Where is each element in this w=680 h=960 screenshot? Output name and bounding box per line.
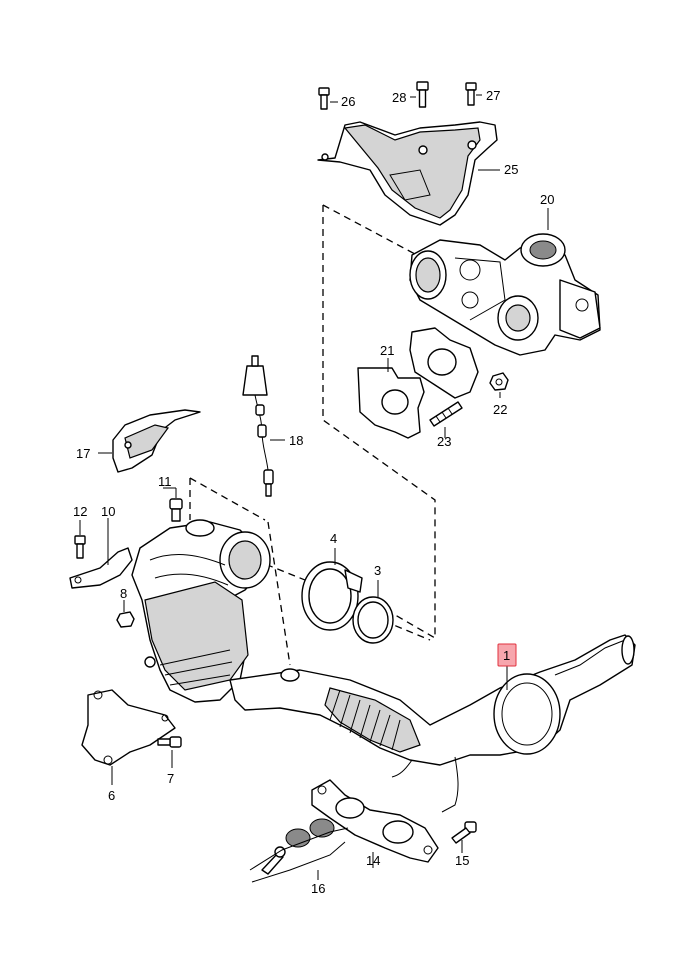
callout-14[interactable]: 14 [366, 853, 380, 868]
bolt-12 [74, 535, 86, 559]
callout-3[interactable]: 3 [374, 563, 381, 578]
callout-22[interactable]: 22 [493, 402, 507, 417]
callout-23[interactable]: 23 [437, 434, 451, 449]
callout-16[interactable]: 16 [311, 881, 325, 896]
callout-11[interactable]: 11 [158, 474, 172, 489]
bolt-15 [451, 821, 477, 844]
callout-6[interactable]: 6 [108, 788, 115, 803]
callout-17[interactable]: 17 [76, 446, 90, 461]
nut-22 [489, 372, 509, 391]
callout-26[interactable]: 26 [341, 94, 355, 109]
callout-12[interactable]: 12 [73, 504, 87, 519]
nut-8 [116, 611, 135, 628]
callout-1-highlight [497, 643, 517, 667]
heat-shield-17 [112, 409, 201, 473]
callout-25[interactable]: 25 [504, 162, 518, 177]
callout-8[interactable]: 8 [120, 586, 127, 601]
turbocharger-20 [409, 233, 601, 356]
gasket-21 [357, 367, 425, 439]
heat-shield-25 [317, 121, 498, 226]
seal-ring-3 [352, 596, 394, 644]
callout-1[interactable]: 1 [503, 648, 510, 663]
leader-lines [79, 94, 549, 880]
callout-18[interactable]: 18 [289, 433, 303, 448]
callout-7[interactable]: 7 [167, 771, 174, 786]
callout-10[interactable]: 10 [101, 504, 115, 519]
bracket-14 [311, 779, 439, 863]
stud-23 [429, 401, 463, 427]
callout-27[interactable]: 27 [486, 88, 500, 103]
callout-20[interactable]: 20 [540, 192, 554, 207]
bolt-26 [318, 87, 330, 110]
exhaust-pipe-1 [229, 634, 636, 813]
callout-4[interactable]: 4 [330, 531, 337, 546]
callout-21[interactable]: 21 [380, 343, 394, 358]
clamp-4 [301, 561, 363, 631]
oxygen-sensor-18 [242, 355, 274, 497]
callout-labels: 1 3 4 6 7 8 10 11 12 14 15 16 17 18 20 2… [73, 88, 554, 896]
manifold-catalytic-converter [131, 519, 271, 703]
turbo-flange [409, 327, 479, 399]
bolt-11 [169, 498, 183, 522]
callout-28[interactable]: 28 [392, 90, 406, 105]
callout-15[interactable]: 15 [455, 853, 469, 868]
bolt-7 [157, 736, 182, 748]
bolt-27 [465, 82, 477, 106]
bracket-10 [69, 547, 133, 589]
bracket-6 [81, 689, 176, 766]
rubber-mounts-16 [249, 818, 349, 883]
bolt-28 [416, 81, 429, 108]
